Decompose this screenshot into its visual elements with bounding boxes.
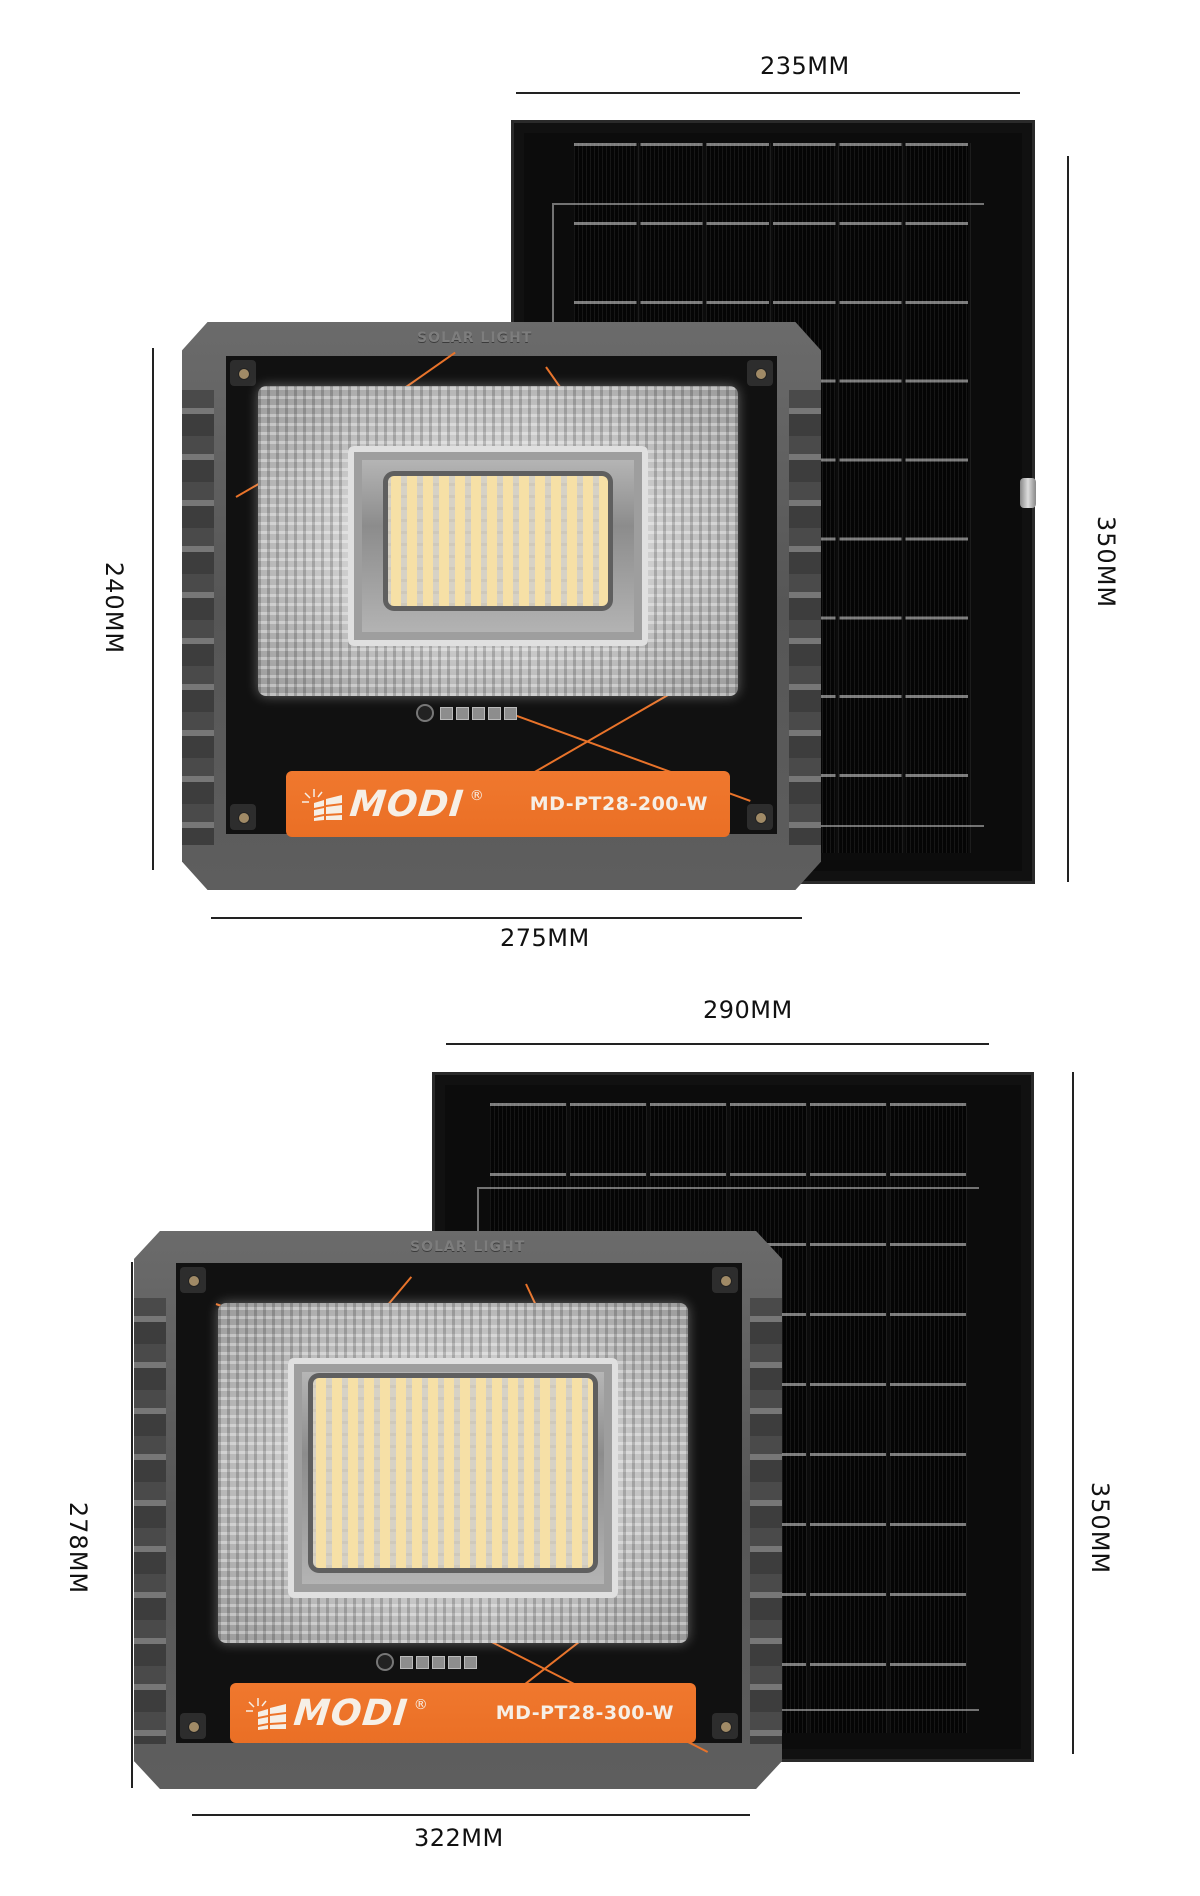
panel-width-line-200w [516,92,1020,94]
screw-icon [712,1267,738,1293]
light-width-label-300w: 322MM [414,1824,504,1852]
model-code-300w: MD-PT28-300-W [495,1702,674,1724]
brand-label-200w: MODI ® MD-PT28-200-W [286,771,730,837]
panel-width-line-300w [446,1043,989,1045]
panel-height-line-300w [1072,1072,1074,1754]
screw-icon [747,804,773,830]
wing-nut-icon [1020,478,1036,508]
brand-name: MODI [347,783,466,825]
registered-mark: ® [469,787,484,804]
reflector [218,1303,688,1643]
light-width-label-200w: 275MM [500,924,590,952]
light-width-line-300w [192,1814,750,1816]
light-face: MODI ® MD-PT28-300-W [176,1263,742,1753]
flood-light-200w: SOLAR LIGHT [182,322,821,890]
light-height-line-300w [131,1262,133,1788]
registered-mark: ® [413,1696,428,1713]
reflector [258,386,738,696]
light-width-line-200w [211,917,802,919]
housing-text: SOLAR LIGHT [417,330,533,346]
housing-text: SOLAR LIGHT [410,1239,526,1255]
panel-width-label-300w: 290MM [703,996,793,1024]
modi-logo-icon [302,789,342,821]
light-sensor-icon [376,1653,394,1671]
screw-icon [180,1713,206,1739]
battery-indicator [400,1656,477,1669]
modi-logo-icon [246,1698,286,1730]
panel-height-label-300w: 350MM [1086,1481,1115,1575]
light-face: MODI ® MD-PT28-200-W [226,351,777,837]
light-height-label-300w: 278MM [64,1501,93,1595]
screw-icon [230,360,256,386]
light-height-label-200w: 240MM [100,561,129,655]
brand-label-300w: MODI ® MD-PT28-300-W [230,1683,696,1743]
screw-icon [747,360,773,386]
screw-icon [712,1713,738,1739]
screw-icon [230,804,256,830]
led-array [313,1378,593,1568]
light-height-line-200w [152,348,154,870]
screw-icon [180,1267,206,1293]
panel-height-line-200w [1067,156,1069,882]
brand-name: MODI [291,1692,410,1734]
light-sensor-icon [416,704,434,722]
accent-line [405,351,456,388]
panel-width-label-200w: 235MM [760,52,850,80]
panel-height-label-200w: 350MM [1092,515,1121,609]
battery-indicator [440,707,517,720]
model-code-200w: MD-PT28-200-W [529,793,708,815]
flood-light-300w: SOLAR LIGHT [134,1231,782,1789]
led-array [388,476,608,606]
